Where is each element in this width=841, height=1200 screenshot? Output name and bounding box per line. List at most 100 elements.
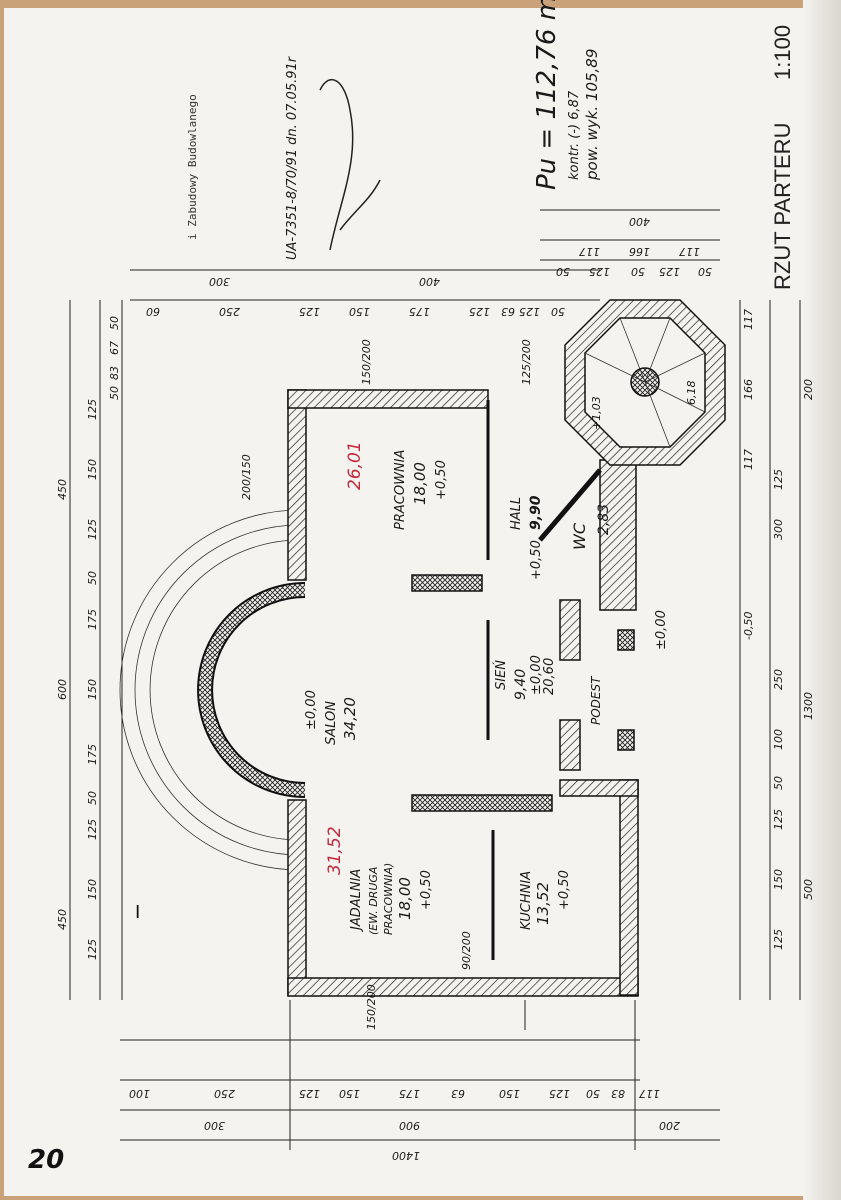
drawing-scale: 1:100 xyxy=(770,25,795,80)
dim-right-outer-3: 200 xyxy=(802,379,815,400)
dim-left-inner-3: 67 xyxy=(108,341,121,355)
room-name-pracownia: PRACOWNIA xyxy=(393,450,408,530)
room-level-podest: ±0,00 xyxy=(654,610,669,650)
room-total-jadalnia: 31,52 xyxy=(325,826,345,875)
dimension-labels: 450 600 450 125 150 125 50 175 150 175 5… xyxy=(56,215,815,1162)
room-area-sien: 9,40 xyxy=(513,669,529,700)
dim-top-mid-5: 175 xyxy=(409,305,430,318)
dim-bottom-inner-9: 50 xyxy=(586,1087,600,1100)
window-label-5: 150/200 xyxy=(365,984,378,1030)
dim-left-mid-4: 50 xyxy=(86,791,99,805)
page-number: 20 xyxy=(28,1145,64,1175)
dim-right-mid-4: 50 xyxy=(772,776,785,790)
approval-reference: UA-7351-8/70/91 dn. 07.05.91r xyxy=(285,55,300,260)
room-area-hall: 9,90 xyxy=(528,495,544,530)
dim-top-right-8: 50 xyxy=(698,265,712,278)
dim-top-right-5: 125 xyxy=(589,265,610,278)
dim-left-mid-2: 150 xyxy=(86,879,99,900)
paper-sheet xyxy=(4,8,834,1196)
dim-right-mid-12: 117 xyxy=(742,309,755,330)
usable-area-note: Pu = 112,76 m² xyxy=(532,0,562,190)
approval-stamp: i Zabudowy Budowlanego xyxy=(186,94,199,240)
dim-top-right-1: 117 xyxy=(579,245,600,258)
dim-left-mid-8: 50 xyxy=(86,571,99,585)
dim-left-mid-9: 125 xyxy=(86,519,99,540)
dim-bottom-inner-6: 63 xyxy=(451,1087,465,1100)
room-area-kuchnia: 13,52 xyxy=(534,882,552,925)
paper-shadow-edge xyxy=(803,0,841,1200)
dim-left-inner-1: 50 xyxy=(108,386,121,400)
room-name-hall: HALL xyxy=(509,497,524,530)
dim-bottom-mid-1: 900 xyxy=(399,1119,420,1132)
dim-top-inner-2: 400 xyxy=(419,275,440,288)
dim-left-outer-1: 450 xyxy=(56,909,69,930)
dim-top-right-7: 125 xyxy=(659,265,680,278)
walls xyxy=(197,299,726,997)
room-name-salon: SALON xyxy=(324,701,339,745)
room-area-salon: 34,20 xyxy=(341,697,359,740)
room-level-salon: ±0,00 xyxy=(304,690,319,730)
dim-bottom-outer: 1400 xyxy=(392,1149,420,1162)
dim-top-mid-2: 250 xyxy=(219,305,240,318)
dim-right-mid-2: 150 xyxy=(772,869,785,890)
dim-top-mid-6: 125 xyxy=(469,305,490,318)
dim-right-mid-11: 166 xyxy=(742,379,755,400)
dimension-lines xyxy=(69,209,801,1150)
window-label-3: 125/200 xyxy=(520,339,533,385)
room-name-jadalnia-2: (EW. DRUGA xyxy=(367,867,380,935)
dim-top-mid-3: 125 xyxy=(299,305,320,318)
room-level-pracownia: +0,50 xyxy=(434,460,449,500)
room-area-wc: 2,83 xyxy=(596,504,612,535)
room-area-pracownia: 18,00 xyxy=(411,462,429,505)
dim-right-outer-1: 500 xyxy=(802,879,815,900)
dim-bottom-mid-2: 300 xyxy=(204,1119,225,1132)
dim-left-inner-2: 83 xyxy=(108,366,121,380)
dim-right-mid-5: 100 xyxy=(772,729,785,750)
room-area-jadalnia: 18,00 xyxy=(396,877,414,920)
dim-bottom-mid-3: 200 xyxy=(659,1119,680,1132)
dim-right-mid-10: 117 xyxy=(742,449,755,470)
section-mark: I xyxy=(135,902,140,923)
dim-right-mid-8: 300 xyxy=(772,519,785,540)
dim-bottom-inner-5: 175 xyxy=(399,1087,420,1100)
room-level-hall: +0,50 xyxy=(529,540,544,580)
dim-left-mid-1: 125 xyxy=(86,939,99,960)
dim-left-outer-2: 600 xyxy=(56,679,69,700)
bay-steps xyxy=(119,509,301,871)
dim-top-right-2: 166 xyxy=(629,245,650,258)
dim-right-mid-6: 250 xyxy=(772,669,785,690)
dim-top-right-6: 50 xyxy=(631,265,645,278)
room-name-podest: PODEST xyxy=(589,675,603,725)
window-label-1: 150/200 xyxy=(360,339,373,385)
dim-top: 300 400 400 60 250 125 150 175 125 63 12… xyxy=(146,215,712,318)
dim-right-mid-3: 125 xyxy=(772,809,785,830)
dim-bottom-inner-10: 83 xyxy=(611,1087,625,1100)
dim-bottom-inner-2: 250 xyxy=(214,1087,235,1100)
dim-bottom-inner-4: 150 xyxy=(339,1087,360,1100)
dim-bottom-inner-11: 117 xyxy=(639,1087,660,1100)
dim-top-inner-3: 400 xyxy=(629,215,650,228)
dim-top-right-4: 50 xyxy=(556,265,570,278)
stairs-level: +1,03 xyxy=(590,396,603,430)
room-total-sien: 20,60 xyxy=(542,658,557,695)
window-label-4: 90/200 xyxy=(460,931,473,970)
dim-bottom-inner-8: 125 xyxy=(549,1087,570,1100)
room-name-sien: SIEŃ xyxy=(493,660,509,690)
window-label-2: 200/150 xyxy=(240,454,253,500)
dim-left-mid-5: 175 xyxy=(86,744,99,765)
dim-top-mid-8: 125 xyxy=(519,305,540,318)
room-level-kuchnia: +0,50 xyxy=(557,870,572,910)
dim-top-inner-1: 300 xyxy=(209,275,230,288)
dim-right-mid-7: -0,50 xyxy=(742,612,755,640)
stairs-area: 6,18 xyxy=(685,381,698,406)
dim-left-mid-6: 150 xyxy=(86,679,99,700)
dim-left-mid-3: 125 xyxy=(86,819,99,840)
dim-left-mid-7: 175 xyxy=(86,609,99,630)
dim-right: 500 1300 200 125 150 125 50 100 250 -0,5… xyxy=(742,309,815,950)
dim-left-inner-4: 50 xyxy=(108,316,121,330)
room-name-kuchnia: KUCHNIA xyxy=(519,871,534,930)
dim-left-outer-3: 450 xyxy=(56,479,69,500)
dim-left-mid-11: 125 xyxy=(86,399,99,420)
room-name-wc: WC xyxy=(570,522,589,550)
